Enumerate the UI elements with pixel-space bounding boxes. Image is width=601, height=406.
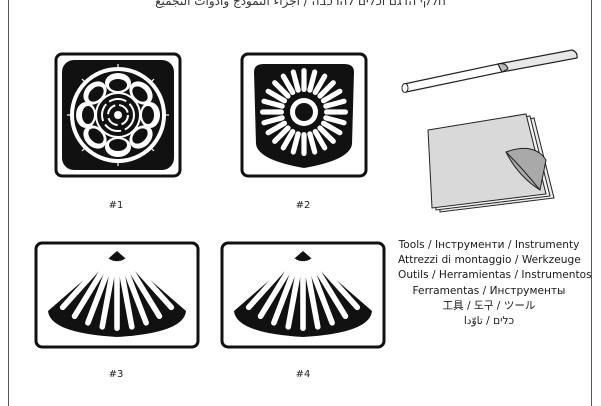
tools-line: כלים / تاوّدا <box>463 315 515 328</box>
sheet-2-label: #2 <box>295 200 311 211</box>
sheet-4 <box>220 241 386 349</box>
sheet-3-label: #3 <box>108 369 124 380</box>
tools-line: 工具 / 도구 / ツール <box>442 299 536 312</box>
page-border-right <box>591 0 592 406</box>
sheet-4-label: #4 <box>295 369 311 380</box>
paper-stack-icon <box>422 112 558 214</box>
sheet-3 <box>34 241 200 349</box>
sheet-2 <box>240 52 368 178</box>
sheet-1 <box>54 52 182 178</box>
tools-line: Tools / Інструменти / Instrumenty <box>398 239 580 251</box>
sheet-1-label: #1 <box>108 200 124 211</box>
page-border-left <box>8 0 9 406</box>
tools-line: Outils / Herramientas / Instrumentos <box>398 269 592 282</box>
rolling-tool-icon <box>398 42 580 96</box>
tools-list: Tools / Інструменти / Instrumenty Attrez… <box>398 238 592 329</box>
page-header: חלקי הדגם וכלים להרכבה / أجزاء النموذج و… <box>155 0 446 8</box>
tools-line: Ferramentas / Инструменты <box>412 284 566 297</box>
tools-line: Attrezzi di montaggio / Werkzeuge <box>398 254 581 267</box>
